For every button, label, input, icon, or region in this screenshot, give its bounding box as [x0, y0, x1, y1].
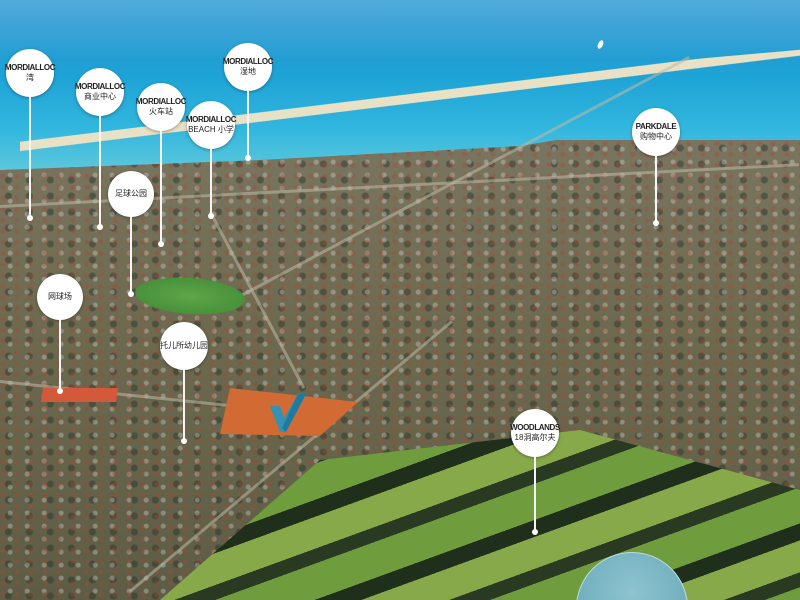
pin-dot: [158, 241, 164, 247]
pin-bubble: 足球公园: [108, 171, 154, 217]
pin-dot: [181, 438, 187, 444]
pin-dot: [208, 213, 214, 219]
pin-stem: [210, 149, 212, 215]
pin-stem: [183, 370, 185, 440]
pin-label-zh: 足球公园: [115, 189, 147, 198]
sea-haze: [0, 0, 800, 60]
pin-stem: [99, 116, 101, 226]
pin-bubble: 网球场: [37, 274, 83, 320]
pin-bubble: MORDIALLOC 商业中心: [74, 68, 126, 116]
pin-label-en: PARKDALE: [635, 122, 677, 131]
pin-label-en: MORDIALLOC: [185, 115, 237, 124]
pin-dot: [128, 291, 134, 297]
pin-stem: [534, 457, 536, 531]
pin-label-zh: 商业中心: [84, 92, 116, 101]
pin-label-zh: 湾: [26, 73, 34, 82]
pin-dot: [532, 529, 538, 535]
pin-dot: [97, 224, 103, 230]
pin-stem: [29, 97, 31, 217]
tennis-courts: [41, 388, 118, 402]
pin-label-en: MORDIALLOC: [74, 82, 126, 91]
checkmark-icon: [270, 394, 306, 432]
pin-bubble: MORDIALLOC 火车站: [135, 83, 187, 131]
pin-dot: [57, 388, 63, 394]
pin-bubble: MORDIALLOC 湾: [4, 49, 56, 97]
pin-stem: [130, 217, 132, 293]
pin-dot: [245, 155, 251, 161]
pin-stem: [655, 156, 657, 222]
pin-bubble: MORDIALLOC 湿地: [222, 43, 274, 91]
pin-label-zh: 托儿所幼儿园: [160, 341, 208, 350]
pin-bubble: PARKDALE 购物中心: [632, 108, 680, 156]
pin-label-zh: 火车站: [149, 107, 173, 116]
pin-bubble: 托儿所幼儿园: [160, 322, 208, 370]
pin-label-en: MORDIALLOC: [4, 63, 56, 72]
pin-label-zh: 湿地: [240, 67, 256, 76]
pin-bubble: MORDIALLOC BEACH 小学: [185, 101, 237, 149]
pin-label-zh: BEACH 小学: [188, 125, 234, 134]
pin-dot: [27, 215, 33, 221]
pin-stem: [59, 320, 61, 390]
pin-bubble: WOODLANDS 18洞高尔夫: [510, 409, 560, 457]
pin-label-en: WOODLANDS: [510, 423, 560, 432]
pin-dot: [653, 220, 659, 226]
pin-stem: [247, 91, 249, 157]
pin-label-zh: 购物中心: [640, 132, 672, 141]
pin-label-zh: 18洞高尔夫: [514, 433, 556, 442]
pin-stem: [160, 131, 162, 243]
pin-label-en: MORDIALLOC: [135, 97, 187, 106]
pin-label-en: MORDIALLOC: [222, 57, 274, 66]
pin-label-zh: 网球场: [48, 292, 72, 301]
